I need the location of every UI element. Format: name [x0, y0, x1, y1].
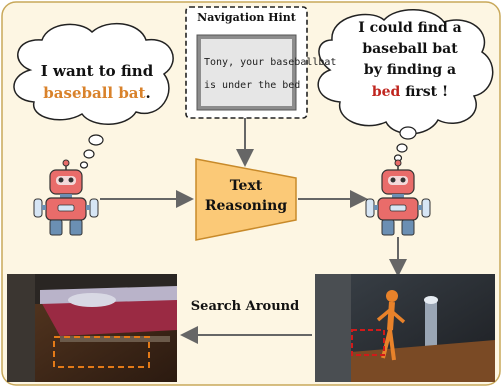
thought-right-line3: by finding a — [363, 62, 457, 78]
thought-right-line2: baseball bat — [362, 41, 458, 57]
robot-icon-left — [33, 159, 99, 236]
thought-left-suffix: . — [145, 84, 151, 102]
reasoning-box-line1: Text — [229, 178, 263, 194]
hint-line-2: is under the bed — [204, 80, 301, 91]
thought-left-line2: baseball bat. — [22, 84, 172, 102]
hint-title: Navigation Hint — [197, 11, 296, 24]
navigation-hint-card — [185, 6, 308, 119]
thought-right-line4: bed first ! — [335, 84, 485, 100]
reasoning-box — [195, 158, 297, 241]
thought-left-line1: I want to find — [40, 62, 154, 80]
thought-bubble-left — [13, 22, 174, 169]
scene-image-room — [315, 274, 495, 382]
hint-line-1: Tony, your baseballbat — [204, 57, 337, 68]
thought-bubble-right — [317, 9, 494, 162]
thought-right-suffix: first ! — [400, 84, 449, 100]
scene-image-bed — [7, 274, 177, 382]
thought-left-highlight: baseball bat — [43, 84, 146, 102]
reasoning-box-line2: Reasoning — [204, 198, 288, 214]
robot-icon-right — [365, 159, 431, 236]
thought-right-line1: I could find a — [358, 20, 462, 36]
search-around-label: Search Around — [190, 299, 300, 314]
thought-right-highlight: bed — [371, 84, 401, 100]
